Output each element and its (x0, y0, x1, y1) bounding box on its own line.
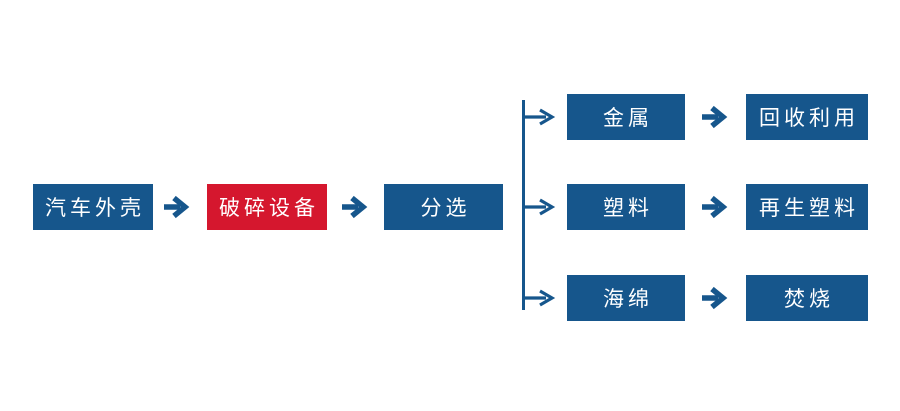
arrow-right-icon (700, 286, 728, 310)
node-metal: 金属 (567, 94, 685, 140)
node-plastic: 塑料 (567, 184, 685, 230)
arrow-right-icon (162, 195, 190, 219)
node-incineration: 焚烧 (746, 275, 868, 321)
arrow-right-icon (340, 195, 368, 219)
node-car-shell: 汽车外壳 (33, 184, 153, 230)
node-sponge: 海绵 (567, 275, 685, 321)
arrow-right-icon (700, 105, 728, 129)
node-sorting: 分选 (384, 184, 503, 230)
arrow-right-icon (700, 195, 728, 219)
node-crushing-equipment: 破碎设备 (207, 184, 327, 230)
node-recycled-plastic: 再生塑料 (746, 184, 868, 230)
branch-connector-line (520, 98, 558, 314)
node-recycling: 回收利用 (746, 94, 868, 140)
